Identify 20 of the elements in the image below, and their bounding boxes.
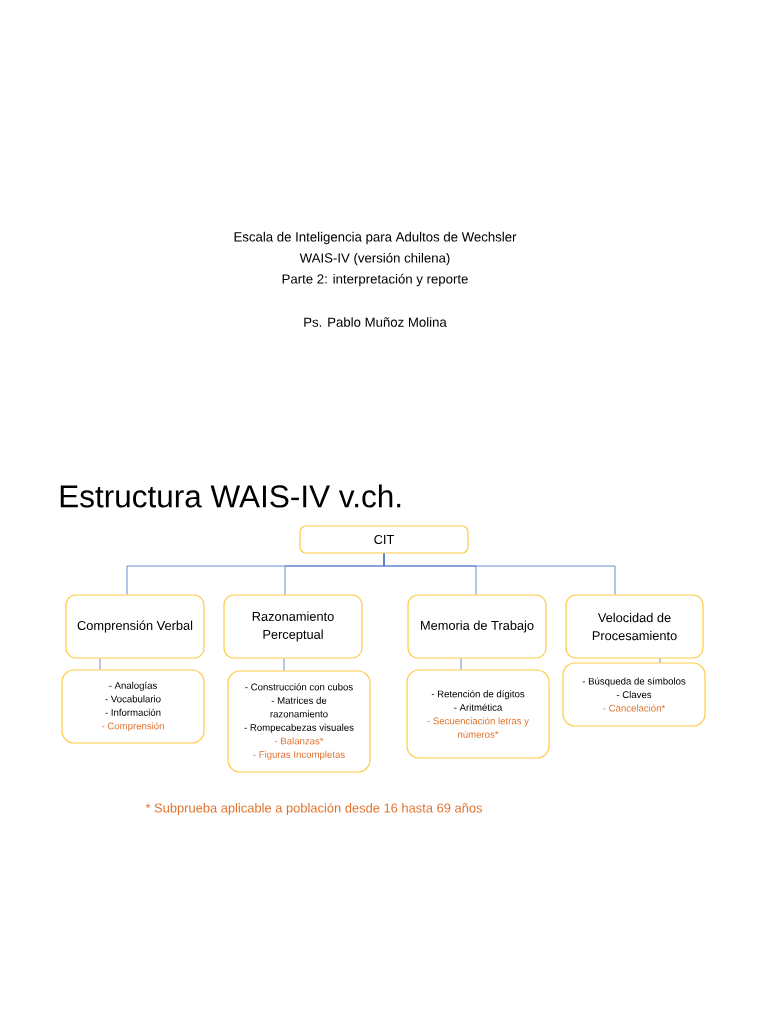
index-box: Razonamiento Perceptual [223,594,363,659]
connector-line [659,658,661,663]
connector-line [460,658,462,670]
subtitle: Parte 2: interpretación y reporte [282,273,468,287]
subtest-list-box: - Analogías - Vocabulario - Información - Comprensión [61,669,205,744]
footnote: * Subprueba aplicable a población desde 16 hasta 69 años [145,802,482,816]
connector-line [283,658,285,671]
index-box: Velocidad de Procesamiento [565,594,704,659]
subtest-list-box: - Construcción con cubos - Matrices de razonamiento - Rompecabezas visuales - Balanzas* - Figuras Incompletas [227,670,371,773]
subtest-list-box: - Retención de dígitos - Aritmética - Secuenciación letras y números* [406,669,550,759]
subtest-list-box: - Búsqueda de símbolos - Claves - Cancelación* [562,662,706,727]
connector-line [99,658,101,670]
subtitle: WAIS-IV (versión chilena) [299,252,450,266]
subtitle: Escala de Inteligencia para Adultos de Wechsler [234,231,517,245]
author-name: Ps. Pablo Muñoz Molina [304,317,447,327]
index-box: Memoria de Trabajo [407,594,547,659]
connector-line [383,553,616,595]
root-box: CIT [299,525,469,554]
index-box: Comprensión Verbal [65,594,205,659]
heading: Estructura WAIS-IV v.ch. [60,484,401,508]
